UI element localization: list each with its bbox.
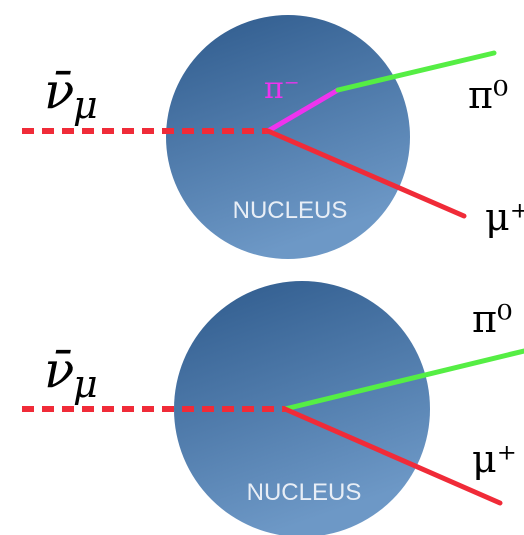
bottom-interaction: NUCLEUS ν̄ μ π⁰ μ⁺ [22, 281, 524, 535]
top-pi-minus-label: π⁻ [264, 71, 300, 106]
bottom-neutrino-label: ν̄ μ [44, 341, 98, 406]
top-muon-label: μ⁺ [485, 195, 524, 239]
bottom-nucleus-label: NUCLEUS [247, 479, 362, 506]
bottom-pi-zero-label: π⁰ [472, 297, 512, 341]
bottom-neutrino-subscript: μ [73, 362, 98, 406]
top-nucleus-label: NUCLEUS [233, 197, 348, 224]
top-interaction: NUCLEUS π⁻ ν̄ μ π⁰ μ⁺ [22, 15, 524, 259]
top-neutrino-symbol: ν̄ [44, 62, 74, 120]
bottom-neutrino-symbol: ν̄ [44, 341, 74, 399]
top-pi-zero-label: π⁰ [468, 73, 508, 117]
top-neutrino-subscript: μ [73, 83, 98, 127]
bottom-muon-label: μ⁺ [472, 437, 517, 481]
top-neutrino-label: ν̄ μ [44, 62, 98, 127]
